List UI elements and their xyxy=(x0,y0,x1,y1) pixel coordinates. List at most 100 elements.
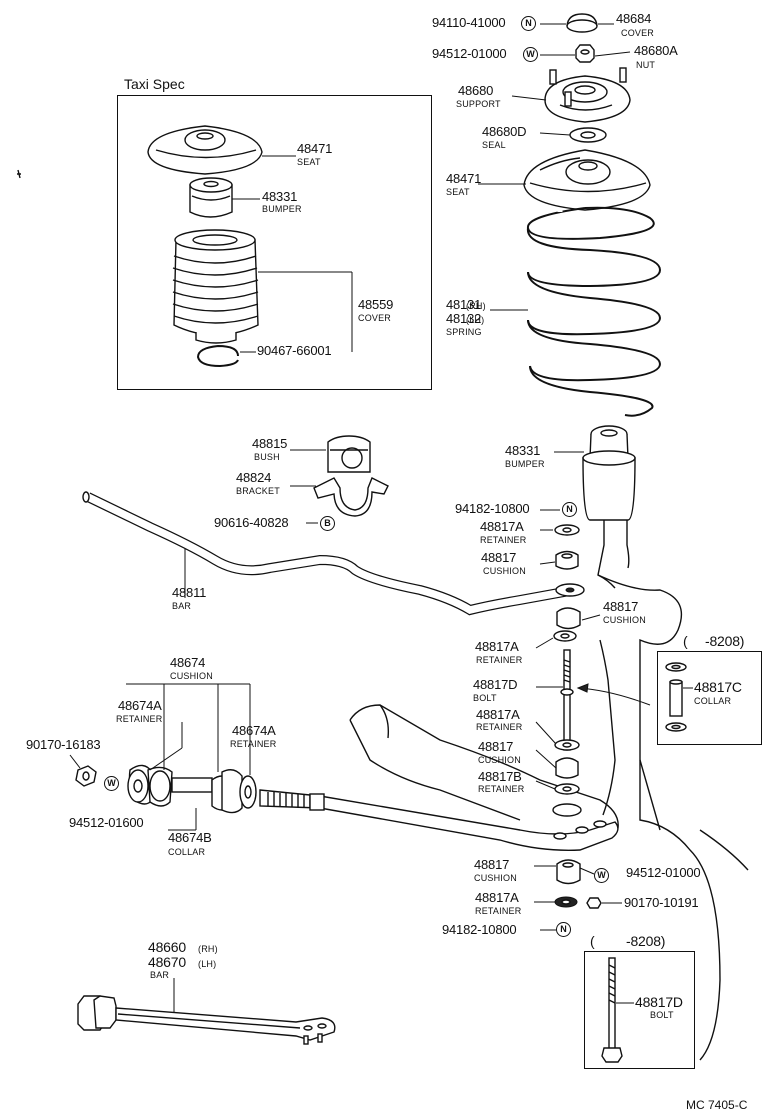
badge-n-2: N xyxy=(562,502,577,517)
taxi-name-bumper: BUMPER xyxy=(262,204,302,214)
name-retainer-48674A-right: RETAINER xyxy=(230,739,277,749)
badge-n-1: N xyxy=(521,16,536,31)
inset-collar-paren: ( xyxy=(683,633,688,649)
part-48680A: 48680A xyxy=(634,43,678,58)
part-48684: 48684 xyxy=(616,11,652,26)
part-94182-10800-a: 94182-10800 xyxy=(455,501,530,516)
part-48680: 48680 xyxy=(458,83,494,98)
diagram-code: MC 7405-C xyxy=(686,1098,748,1112)
part-48817D-a: 48817D xyxy=(473,677,518,692)
seat-48471-drawing xyxy=(523,149,651,211)
inset-bolt-paren: ( xyxy=(590,933,595,949)
taxi-part-48471: 48471 xyxy=(297,141,333,156)
part-48817-c: 48817 xyxy=(478,739,514,754)
badge-w-1: W xyxy=(523,47,538,62)
inset-name-collar: COLLAR xyxy=(694,696,732,706)
part-48817-a: 48817 xyxy=(481,550,517,565)
part-48817A-c: 48817A xyxy=(476,707,520,722)
inset-bolt-range: -8208) xyxy=(626,933,666,949)
name-spring: SPRING xyxy=(446,327,482,337)
inset-box-collar xyxy=(657,651,762,745)
badge-b: B xyxy=(320,516,335,531)
part-48817A-d: 48817A xyxy=(475,890,519,905)
part-94512-01000-top: 94512-01000 xyxy=(432,46,507,61)
name-bracket: BRACKET xyxy=(236,486,280,496)
leader-lines xyxy=(69,23,693,1012)
part-48660: 48660 xyxy=(148,939,186,955)
inset-collar-range: -8208) xyxy=(705,633,745,649)
part-48811: 48811 xyxy=(172,585,207,600)
part-48131: 48131 xyxy=(446,297,482,312)
stray-mark xyxy=(17,169,21,179)
seal-48680D-drawing xyxy=(569,127,607,143)
taxi-name-seat: SEAT xyxy=(297,157,321,167)
name-cushion-c: CUSHION xyxy=(478,755,521,765)
name-bar-48660: BAR xyxy=(150,970,170,980)
part-48817A-a: 48817A xyxy=(480,519,524,534)
part-48815: 48815 xyxy=(252,436,288,451)
part-48817B: 48817B xyxy=(478,769,522,784)
name-retainer-48674A-left: RETAINER xyxy=(116,714,163,724)
name-cushion-48674: CUSHION xyxy=(170,671,213,681)
name-retainer-c: RETAINER xyxy=(476,722,523,732)
name-collar-48674B: COLLAR xyxy=(168,847,206,857)
taxi-bumper-drawing xyxy=(189,177,233,218)
taxi-cover-drawing xyxy=(172,229,259,344)
part-48471-top: 48471 xyxy=(446,171,482,186)
part-48817-b: 48817 xyxy=(603,599,639,614)
support-48680-drawing xyxy=(544,67,631,123)
part-48331-top: 48331 xyxy=(505,443,541,458)
link-parts-drawing xyxy=(552,524,651,909)
name-bolt-a: BOLT xyxy=(473,693,497,703)
name-retainer-48817B: RETAINER xyxy=(478,784,525,794)
part-94512-01600: 94512-01600 xyxy=(69,815,144,830)
part-48132: 48132 xyxy=(446,311,482,326)
part-90616-40828: 90616-40828 xyxy=(214,515,289,530)
part-90170-16183: 90170-16183 xyxy=(26,737,101,752)
bar-48811-drawing xyxy=(82,491,576,616)
taxi-seat-drawing xyxy=(147,125,263,175)
name-cover-48684: COVER xyxy=(621,28,655,38)
spring-48131-drawing xyxy=(526,206,662,417)
taxi-spec-title: Taxi Spec xyxy=(124,76,185,92)
inset-box-bolt xyxy=(584,951,695,1069)
part-48824: 48824 xyxy=(236,470,272,485)
part-94182-10800-b: 94182-10800 xyxy=(442,922,517,937)
name-seat-48471-top: SEAT xyxy=(446,187,470,197)
part-48674A-left: 48674A xyxy=(118,698,162,713)
part-48674A-right: 48674A xyxy=(232,723,276,738)
taxi-part-90467-66001: 90467-66001 xyxy=(257,343,332,358)
part-48674B: 48674B xyxy=(168,830,212,845)
taxi-part-48331: 48331 xyxy=(262,189,298,204)
badge-n-3: N xyxy=(556,922,571,937)
strut-rod-parts-drawing xyxy=(75,764,619,851)
name-support-48680: SUPPORT xyxy=(456,99,501,109)
inset1-drawing xyxy=(665,662,687,732)
bumper-48331-drawing xyxy=(582,425,636,521)
inset-name-bolt: BOLT xyxy=(650,1010,674,1020)
nut-48680A-drawing xyxy=(575,44,595,63)
part-48817-d: 48817 xyxy=(474,857,510,872)
badge-w-3: W xyxy=(104,776,119,791)
part-48680D: 48680D xyxy=(482,124,527,139)
name-retainer-a: RETAINER xyxy=(480,535,527,545)
part-48674: 48674 xyxy=(170,655,206,670)
name-bumper-48331-top: BUMPER xyxy=(505,459,545,469)
inset-part-48817C: 48817C xyxy=(694,679,742,695)
name-48670-side: (LH) xyxy=(198,959,217,969)
name-retainer-b: RETAINER xyxy=(476,655,523,665)
inset-part-48817D: 48817D xyxy=(635,994,683,1010)
badge-w-2: W xyxy=(594,868,609,883)
cover-48684-drawing xyxy=(566,13,598,33)
part-90170-10191: 90170-10191 xyxy=(624,895,699,910)
strut-knuckle-drawing xyxy=(597,520,749,1061)
name-48132-side: (LH) xyxy=(466,315,485,325)
name-bar-48811: BAR xyxy=(172,601,192,611)
part-94512-01000-b: 94512-01000 xyxy=(626,865,701,880)
taxi-ring-drawing xyxy=(196,344,239,368)
part-48817A-b: 48817A xyxy=(475,639,519,654)
name-48131-side: (RH) xyxy=(466,301,486,311)
name-nut-48680A: NUT xyxy=(636,60,656,70)
